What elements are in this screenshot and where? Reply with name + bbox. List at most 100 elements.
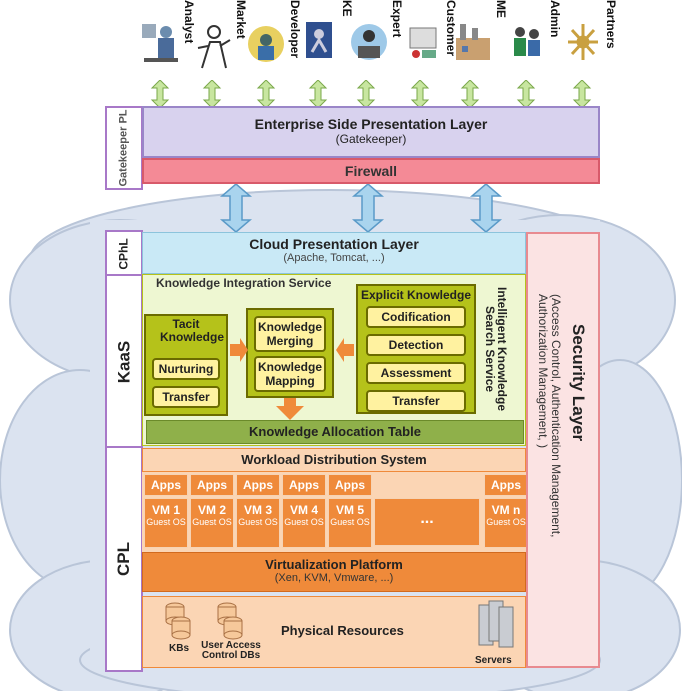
cpl-side-label: CPL [105, 446, 143, 672]
layer-subtitle: (Gatekeeper) [335, 132, 407, 146]
arrow-icon [309, 80, 327, 108]
user-ke: KE [296, 0, 356, 100]
security-subtitle: (Access Control, Authentication Manageme… [536, 294, 563, 538]
expert-icon [351, 24, 387, 60]
physical-resources: Physical Resources KBs User Access Contr… [142, 596, 526, 668]
kbs-label: KBs [169, 643, 190, 654]
arrow-icon [257, 80, 275, 108]
arrow-left-icon [336, 338, 354, 362]
security-layer: Security Layer (Access Control, Authenti… [526, 232, 600, 668]
arrow-right-icon [230, 338, 248, 362]
uac-label: User Access Control DBs [201, 640, 261, 661]
explicit-knowledge-box: Explicit Knowledge Codification Detectio… [356, 284, 476, 414]
database-icon [165, 602, 191, 640]
merge-item: Knowledge Merging [254, 316, 326, 352]
tacit-title: Tacit Knowledge [160, 317, 225, 344]
gatekeeper-side-label: Gatekeeper PL [105, 106, 143, 190]
user-partners: Partners [560, 0, 620, 100]
arrow-icon [411, 80, 429, 108]
user-label: Market [234, 0, 248, 39]
explicit-item: Detection [366, 334, 466, 356]
enterprise-presentation-layer: Enterprise Side Presentation Layer (Gate… [142, 106, 600, 158]
user-label: Partners [604, 0, 618, 49]
user-customer: Customer [400, 0, 460, 100]
explicit-title: Explicit Knowledge [360, 288, 471, 302]
user-label: Expert [390, 0, 404, 38]
customer-icon [409, 27, 437, 58]
arrow-icon [203, 80, 221, 108]
arrow-icon [151, 80, 169, 108]
apps-label: Apps [144, 474, 188, 496]
market-icon [197, 25, 231, 69]
user-label: KE [340, 0, 354, 17]
ke-icon [306, 22, 332, 58]
user-expert: Expert [346, 0, 406, 100]
apps-label: Apps [282, 474, 326, 496]
kaas-side-label: KaaS [105, 274, 143, 450]
tacit-item: Nurturing [152, 358, 220, 380]
user-developer: Developer [244, 0, 304, 100]
analyst-icon [142, 24, 178, 62]
explicit-item: Codification [366, 306, 466, 328]
user-label: Developer [288, 0, 302, 59]
factory-icon [456, 24, 490, 60]
merge-item: Knowledge Mapping [254, 356, 326, 392]
arrow-icon [461, 80, 479, 108]
servers-label: Servers [475, 655, 512, 666]
firewall: Firewall [142, 158, 600, 184]
arrow-icon [221, 184, 251, 232]
arrow-icon [517, 80, 535, 108]
apps-label: Apps [484, 474, 528, 496]
virtualization-platform: Virtualization Platform (Xen, KVM, Vmwar… [142, 552, 526, 592]
kaas-arrows [230, 338, 354, 420]
user-analyst: Analyst [138, 0, 198, 100]
physical-title: Physical Resources [281, 623, 404, 638]
knowledge-search-service: Intelligent Knowledge Search Service [483, 286, 509, 411]
cloud-presentation-layer: Cloud Presentation Layer (Apache, Tomcat… [142, 232, 526, 274]
user-me: ME [450, 0, 510, 100]
arrow-icon [471, 184, 501, 232]
arrow-icon [353, 184, 383, 232]
apps-label: Apps [236, 474, 280, 496]
user-market: Market [190, 0, 250, 100]
user-admin: Admin [504, 0, 564, 100]
knowledge-merge-box: Knowledge Merging Knowledge Mapping [246, 308, 334, 398]
database-icon [217, 602, 243, 640]
explicit-item: Transfer [366, 390, 466, 412]
arrow-icon [573, 80, 591, 108]
security-title: Security Layer [569, 324, 588, 442]
user-label: Analyst [182, 0, 196, 44]
apps-label: Apps [328, 474, 372, 496]
admin-icon [514, 27, 540, 56]
layer-subtitle: (Xen, KVM, Vmware, ...) [274, 572, 394, 584]
layer-title: Virtualization Platform [265, 557, 403, 572]
knowledge-allocation-table: Knowledge Allocation Table [146, 420, 524, 444]
partners-icon [568, 24, 598, 60]
kis-title: Knowledge Integration Service [156, 276, 332, 290]
layer-subtitle: (Apache, Tomcat, ...) [283, 252, 385, 264]
server-icon [478, 600, 514, 648]
user-label: ME [494, 0, 508, 18]
layer-title: Cloud Presentation Layer [249, 236, 419, 252]
user-label: Customer [444, 0, 458, 57]
apps-label: Apps [190, 474, 234, 496]
developer-icon [248, 26, 284, 62]
user-arrows [151, 80, 591, 108]
tacit-item: Transfer [152, 386, 220, 408]
arrow-icon [357, 80, 375, 108]
tacit-knowledge-box: Tacit Knowledge Nurturing Transfer [144, 314, 228, 416]
workload-distribution-system: Workload Distribution System [142, 448, 526, 472]
explicit-item: Assessment [366, 362, 466, 384]
user-label: Admin [548, 0, 562, 38]
